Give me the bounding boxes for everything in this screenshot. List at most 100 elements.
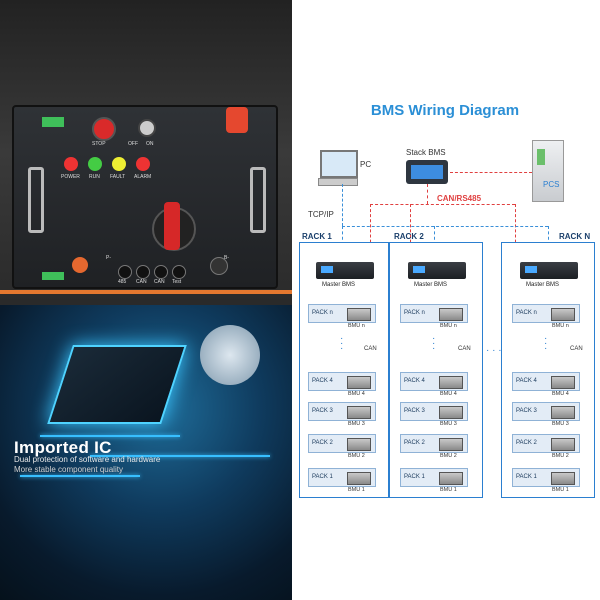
- bmu-label: BMU n: [552, 323, 569, 329]
- master-bms-screen: [525, 266, 537, 273]
- pc-label: PC: [360, 160, 372, 169]
- run-label: RUN: [89, 174, 100, 180]
- pack-3-box: PACK 3: [512, 402, 580, 421]
- stack-to-pcs-line: [450, 172, 532, 173]
- pack-label: PACK 3: [312, 408, 333, 414]
- pack-label: PACK 2: [404, 440, 425, 446]
- pack-label: PACK 2: [516, 440, 537, 446]
- control-panel: STOP OFF ON POWER RUN FAULT ALARM P- 485…: [12, 105, 278, 289]
- circuit-trace: [40, 435, 180, 437]
- master-bms-screen: [321, 266, 333, 273]
- battery-pack-icon: [439, 438, 463, 451]
- ic-chip-icon: [47, 345, 187, 424]
- pack-n-box: PACK n: [400, 304, 468, 323]
- pack-label: PACK 4: [404, 378, 425, 384]
- master-bms-device-icon: [316, 262, 374, 279]
- bmu-label: BMU 2: [440, 453, 457, 459]
- pcs-cabinet-icon: [532, 140, 564, 202]
- master-bms-device-icon: [520, 262, 578, 279]
- terminal-block-bottom: [42, 272, 64, 280]
- port-can-2: [154, 265, 168, 279]
- rack2-pack-ellipsis: ···: [432, 333, 436, 354]
- power-light-icon: [64, 157, 78, 171]
- pack-4-box: PACK 4: [308, 372, 376, 391]
- battery-pack-icon: [347, 376, 371, 389]
- bmu-label: BMU 1: [552, 487, 569, 493]
- can-drop-rack1: [370, 204, 371, 268]
- stack-bms-screen: [411, 165, 443, 179]
- port-test-label: Test: [172, 279, 182, 285]
- stack-bms-device-icon: [406, 160, 448, 184]
- tcp-drop-rack2: [434, 226, 435, 256]
- master-bms-label: Master BMS: [322, 282, 356, 288]
- right-handle: [250, 167, 266, 233]
- pack-1-box: PACK 1: [308, 468, 376, 487]
- battery-pack-icon: [551, 308, 575, 321]
- key-switch[interactable]: [138, 119, 156, 137]
- pack-4-box: PACK 4: [512, 372, 580, 391]
- bmu-label: BMU 4: [348, 391, 365, 397]
- pcs-indicator: [537, 149, 545, 165]
- pc-monitor-icon: [320, 150, 358, 178]
- more-racks-ellipsis: · · ·: [486, 345, 502, 356]
- can-label-rack1: CAN: [364, 346, 377, 352]
- b-minus-connector: [210, 257, 228, 275]
- diagram-title: BMS Wiring Diagram: [370, 102, 520, 119]
- bmu-label: BMU 1: [440, 487, 457, 493]
- pack-1-box: PACK 1: [400, 468, 468, 487]
- fault-light-icon: [112, 157, 126, 171]
- rack1-pack-ellipsis: ···: [340, 333, 344, 354]
- pack-n-box: PACK n: [512, 304, 580, 323]
- control-panel-photo: STOP OFF ON POWER RUN FAULT ALARM P- 485…: [0, 0, 292, 305]
- pack-1-box: PACK 1: [512, 468, 580, 487]
- b-minus-label: B-: [224, 255, 229, 261]
- robot-head-icon: [200, 325, 260, 385]
- bmu-label: BMU 3: [440, 421, 457, 427]
- stop-button[interactable]: [92, 117, 116, 141]
- p-minus-connector: [72, 257, 88, 273]
- tcp-drop-rackn: [548, 226, 549, 256]
- battery-pack-icon: [347, 406, 371, 419]
- on-label: ON: [146, 141, 154, 147]
- rack-n-label: RACK N: [559, 232, 591, 241]
- p-minus-label: P-: [106, 255, 111, 261]
- can-bus-line: [370, 204, 515, 205]
- pack-label: PACK 2: [312, 440, 333, 446]
- battery-pack-icon: [551, 376, 575, 389]
- bmu-label: BMU 4: [440, 391, 457, 397]
- pack-label: PACK 1: [404, 474, 425, 480]
- pack-label: PACK 1: [516, 474, 537, 480]
- rack-1-label: RACK 1: [302, 232, 332, 241]
- ic-subtitle-1: Dual protection of software and hardware: [14, 455, 161, 464]
- isolator-handle[interactable]: [164, 202, 180, 250]
- pack-label: PACK 4: [312, 378, 333, 384]
- battery-pack-icon: [439, 406, 463, 419]
- bmu-label: BMU 3: [552, 421, 569, 427]
- ic-subtitle-2: More stable component quality: [14, 465, 123, 474]
- run-light-icon: [88, 157, 102, 171]
- rack-n: [501, 242, 595, 498]
- terminal-block-top: [42, 117, 64, 127]
- tcp-drop-rack1: [342, 226, 343, 256]
- stop-label: STOP: [92, 141, 106, 147]
- tcp-ip-label: TCP/IP: [308, 210, 334, 219]
- pack-label: PACK 3: [516, 408, 537, 414]
- tcp-bus-line: [342, 226, 548, 227]
- master-bms-device-icon: [408, 262, 466, 279]
- power-connector-top: [226, 107, 248, 133]
- pack-4-box: PACK 4: [400, 372, 468, 391]
- circuit-trace: [90, 455, 270, 457]
- port-485-label: 485: [118, 279, 127, 285]
- bmu-label: BMU 2: [348, 453, 365, 459]
- rack-1: [299, 242, 389, 498]
- can-drop-rack2: [410, 204, 411, 268]
- port-can-1: [136, 265, 150, 279]
- pcs-label: PCS: [543, 180, 560, 189]
- rackn-pack-ellipsis: ···: [544, 333, 548, 354]
- bmu-label: BMU 4: [552, 391, 569, 397]
- orange-cable: [0, 290, 292, 294]
- power-label: POWER: [61, 174, 80, 180]
- pack-n-box: PACK n: [308, 304, 376, 323]
- pack-label: PACK 4: [516, 378, 537, 384]
- bmu-label: BMU n: [440, 323, 457, 329]
